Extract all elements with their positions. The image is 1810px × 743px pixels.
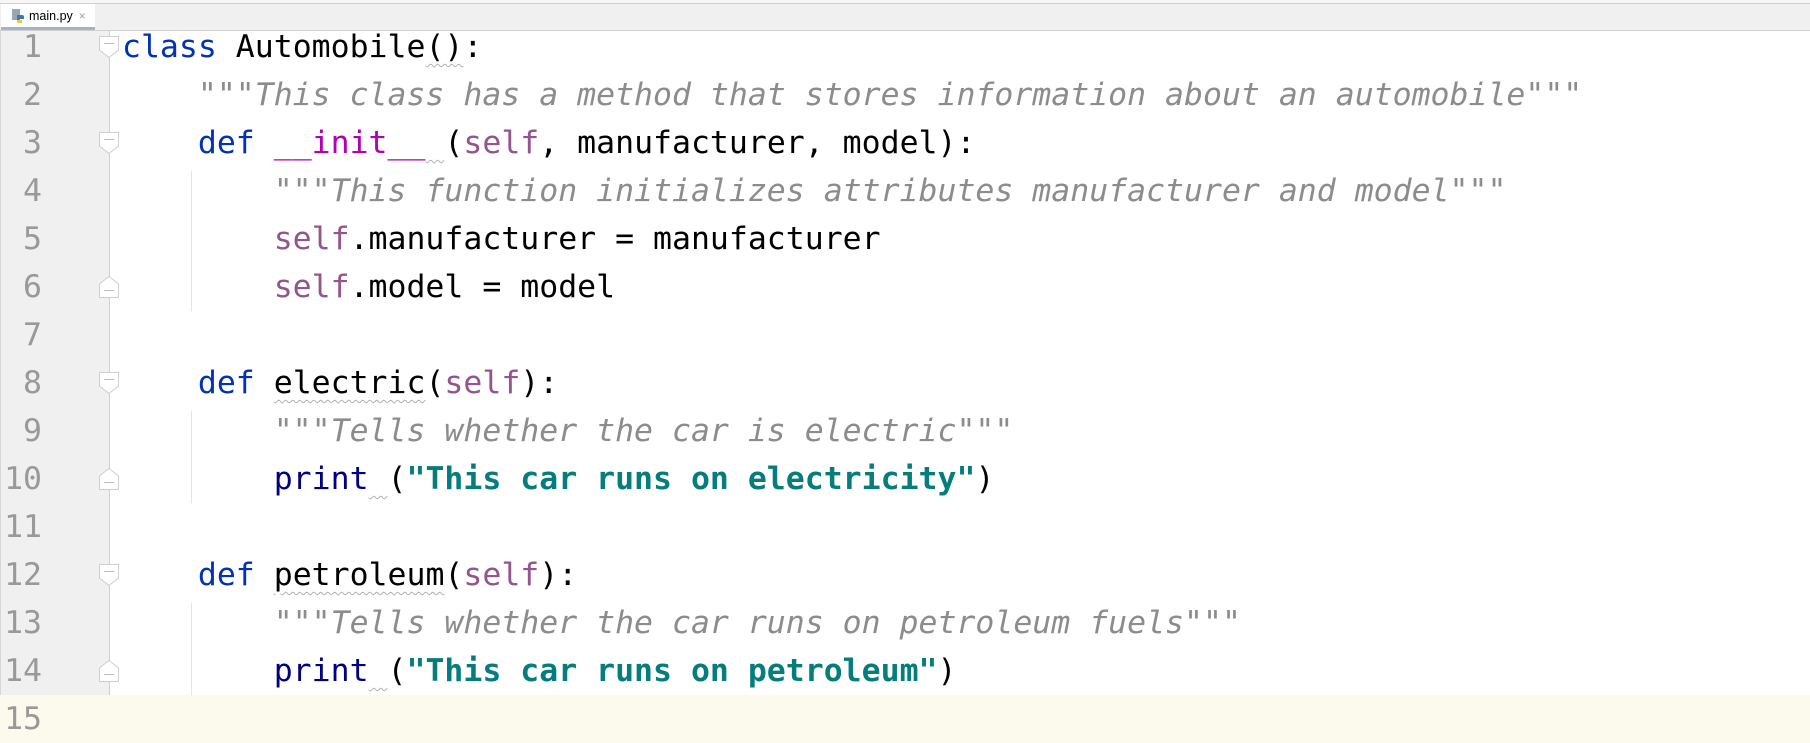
code-token: ): — [520, 365, 559, 401]
code-token: electric — [273, 365, 426, 401]
tab-main-py[interactable]: main.py × — [1, 4, 95, 30]
code-token: class — [122, 29, 217, 65]
code-token: , manufacturer, model): — [539, 125, 976, 161]
fold-end-icon[interactable] — [99, 467, 119, 490]
window-top-strip — [0, 0, 1810, 3]
code-token: ): — [539, 557, 578, 593]
code-token: .model = model — [349, 269, 616, 305]
line-number: 4 — [23, 173, 42, 209]
code-token — [122, 605, 274, 641]
line-number: 6 — [23, 269, 42, 305]
code-token — [255, 557, 274, 593]
code-token — [122, 557, 198, 593]
code-token: ( — [387, 461, 407, 497]
code-token: .manufacturer = manufacturer — [349, 221, 881, 257]
code-token — [255, 365, 274, 401]
code-token: ) — [975, 461, 995, 497]
code-token: ( — [387, 653, 407, 689]
code-token: self — [463, 125, 540, 161]
code-line[interactable]: """This class has a method that stores i… — [122, 71, 1582, 119]
fold-collapse-icon[interactable] — [99, 132, 119, 155]
line-number: 3 — [23, 125, 42, 161]
code-line[interactable]: print ("This car runs on electricity") — [122, 455, 995, 503]
code-token: """This class has a method that stores i… — [197, 77, 1583, 113]
code-line[interactable]: """This function initializes attributes … — [122, 167, 1507, 215]
code-token: def — [197, 365, 255, 401]
line-number: 10 — [4, 461, 42, 497]
line-number: 12 — [4, 557, 42, 593]
line-number: 7 — [23, 317, 42, 353]
code-token — [122, 461, 274, 497]
code-line[interactable]: def petroleum(self): — [122, 551, 577, 599]
code-token — [217, 29, 236, 65]
code-token — [425, 125, 444, 161]
code-token: "This car runs on petroleum" — [406, 653, 938, 689]
line-number-gutter[interactable] — [0, 31, 110, 712]
editor-tab-bar: main.py × — [0, 3, 1810, 31]
code-token — [122, 221, 274, 257]
code-token: def — [197, 557, 255, 593]
code-token: self — [463, 557, 540, 593]
code-token — [122, 653, 274, 689]
line-number: 1 — [23, 29, 42, 65]
code-token — [255, 125, 274, 161]
fold-collapse-icon[interactable] — [99, 36, 119, 59]
tab-label: main.py — [29, 8, 73, 23]
code-token: petroleum — [273, 557, 445, 593]
fold-end-icon[interactable] — [99, 275, 119, 298]
code-line[interactable]: """Tells whether the car runs on petrole… — [122, 599, 1241, 647]
code-line[interactable]: def electric(self): — [122, 359, 558, 407]
code-token: print — [273, 461, 369, 497]
code-token — [369, 461, 388, 497]
code-line[interactable]: """Tells whether the car is electric""" — [122, 407, 1014, 455]
fold-collapse-icon[interactable] — [99, 564, 119, 587]
code-line[interactable]: class Automobile(): — [122, 23, 482, 71]
line-number: 14 — [4, 653, 42, 689]
close-tab-icon[interactable]: × — [78, 8, 86, 23]
code-token: __init__ — [273, 125, 426, 161]
code-token: ) — [937, 653, 957, 689]
line-number: 11 — [4, 509, 42, 545]
code-token: """Tells whether the car is electric""" — [273, 413, 1014, 449]
code-token — [122, 365, 198, 401]
code-token: : — [463, 29, 483, 65]
code-token — [122, 125, 198, 161]
line-number: 5 — [23, 221, 42, 257]
code-token: () — [425, 29, 464, 65]
line-number: 13 — [4, 605, 42, 641]
code-token: Automobile — [235, 29, 426, 65]
code-token: def — [197, 125, 255, 161]
code-token — [369, 653, 388, 689]
code-token — [122, 173, 274, 209]
python-file-icon — [11, 8, 25, 23]
current-line-highlight — [0, 695, 1810, 743]
line-number: 8 — [23, 365, 42, 401]
code-token: self — [444, 365, 521, 401]
indent-guide — [191, 603, 192, 695]
code-token: """This function initializes attributes … — [273, 173, 1507, 209]
fold-end-icon[interactable] — [99, 659, 119, 682]
line-number: 9 — [23, 413, 42, 449]
indent-guide — [191, 411, 192, 503]
fold-collapse-icon[interactable] — [99, 372, 119, 395]
line-number: 2 — [23, 77, 42, 113]
code-token: "This car runs on electricity" — [406, 461, 976, 497]
indent-guide — [191, 171, 192, 311]
code-token: print — [273, 653, 369, 689]
code-token: self — [273, 221, 350, 257]
line-number: 15 — [4, 701, 42, 737]
code-token — [122, 269, 274, 305]
code-token: """Tells whether the car runs on petrole… — [273, 605, 1241, 641]
code-token: ( — [444, 557, 464, 593]
code-token — [122, 77, 198, 113]
code-line[interactable]: self.manufacturer = manufacturer — [122, 215, 881, 263]
code-token: self — [273, 269, 350, 305]
code-editor[interactable] — [110, 31, 1810, 712]
code-token: ( — [425, 365, 445, 401]
code-line[interactable]: self.model = model — [122, 263, 615, 311]
code-token — [122, 413, 274, 449]
code-line[interactable]: print ("This car runs on petroleum") — [122, 647, 957, 695]
code-token: ( — [444, 125, 464, 161]
code-line[interactable]: def __init__ (self, manufacturer, model)… — [122, 119, 976, 167]
